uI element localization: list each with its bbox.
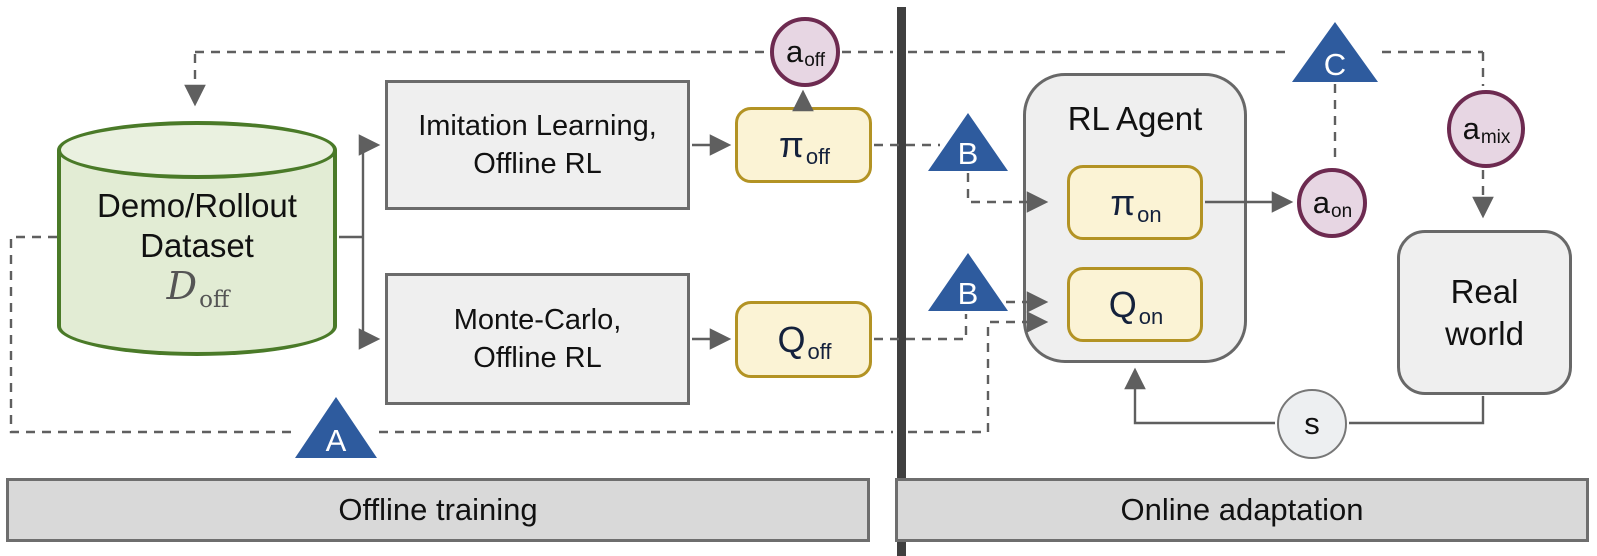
imitation-learning-line1: Imitation Learning, [418,110,657,142]
arrow-s-to-rlagent [1124,367,1275,425]
marker-c-triangle: C [1292,22,1378,82]
section-divider [897,7,906,556]
rl-agent-title: RL Agent [1067,100,1203,137]
imitation-learning-line2: Offline RL [473,148,602,180]
marker-a-triangle: A [295,397,377,458]
real-world-box: Real world [1397,230,1572,395]
line-realworld-to-s [1349,396,1485,425]
imitation-learning-box: Imitation Learning, Offline RL [385,80,690,210]
monte-carlo-line2: Offline RL [473,342,602,374]
offline-training-bar: Offline training [6,478,870,542]
dataset-label-line1: Demo/Rollout [97,187,297,224]
dataset-symbol: Doff [166,264,230,313]
real-world-line1: Real [1450,272,1519,310]
marker-b-top-triangle: B [928,113,1008,171]
online-adaptation-bar: Online adaptation [895,478,1589,542]
marker-b-bottom-triangle: B [928,253,1008,311]
real-world-line2: world [1445,314,1524,352]
monte-carlo-box: Monte-Carlo, Offline RL [385,273,690,405]
dashed-qoff-to-b2 [874,314,968,341]
dataset-label-line2: Dataset [140,227,254,264]
dataset-label: Demo/Rollout Dataset Doff [57,186,337,313]
dataset-cylinder-top [57,121,337,179]
dashed-bottom-to-qon [908,311,1049,434]
monte-carlo-line1: Monte-Carlo, [453,304,622,336]
state-circle: s [1277,389,1347,459]
